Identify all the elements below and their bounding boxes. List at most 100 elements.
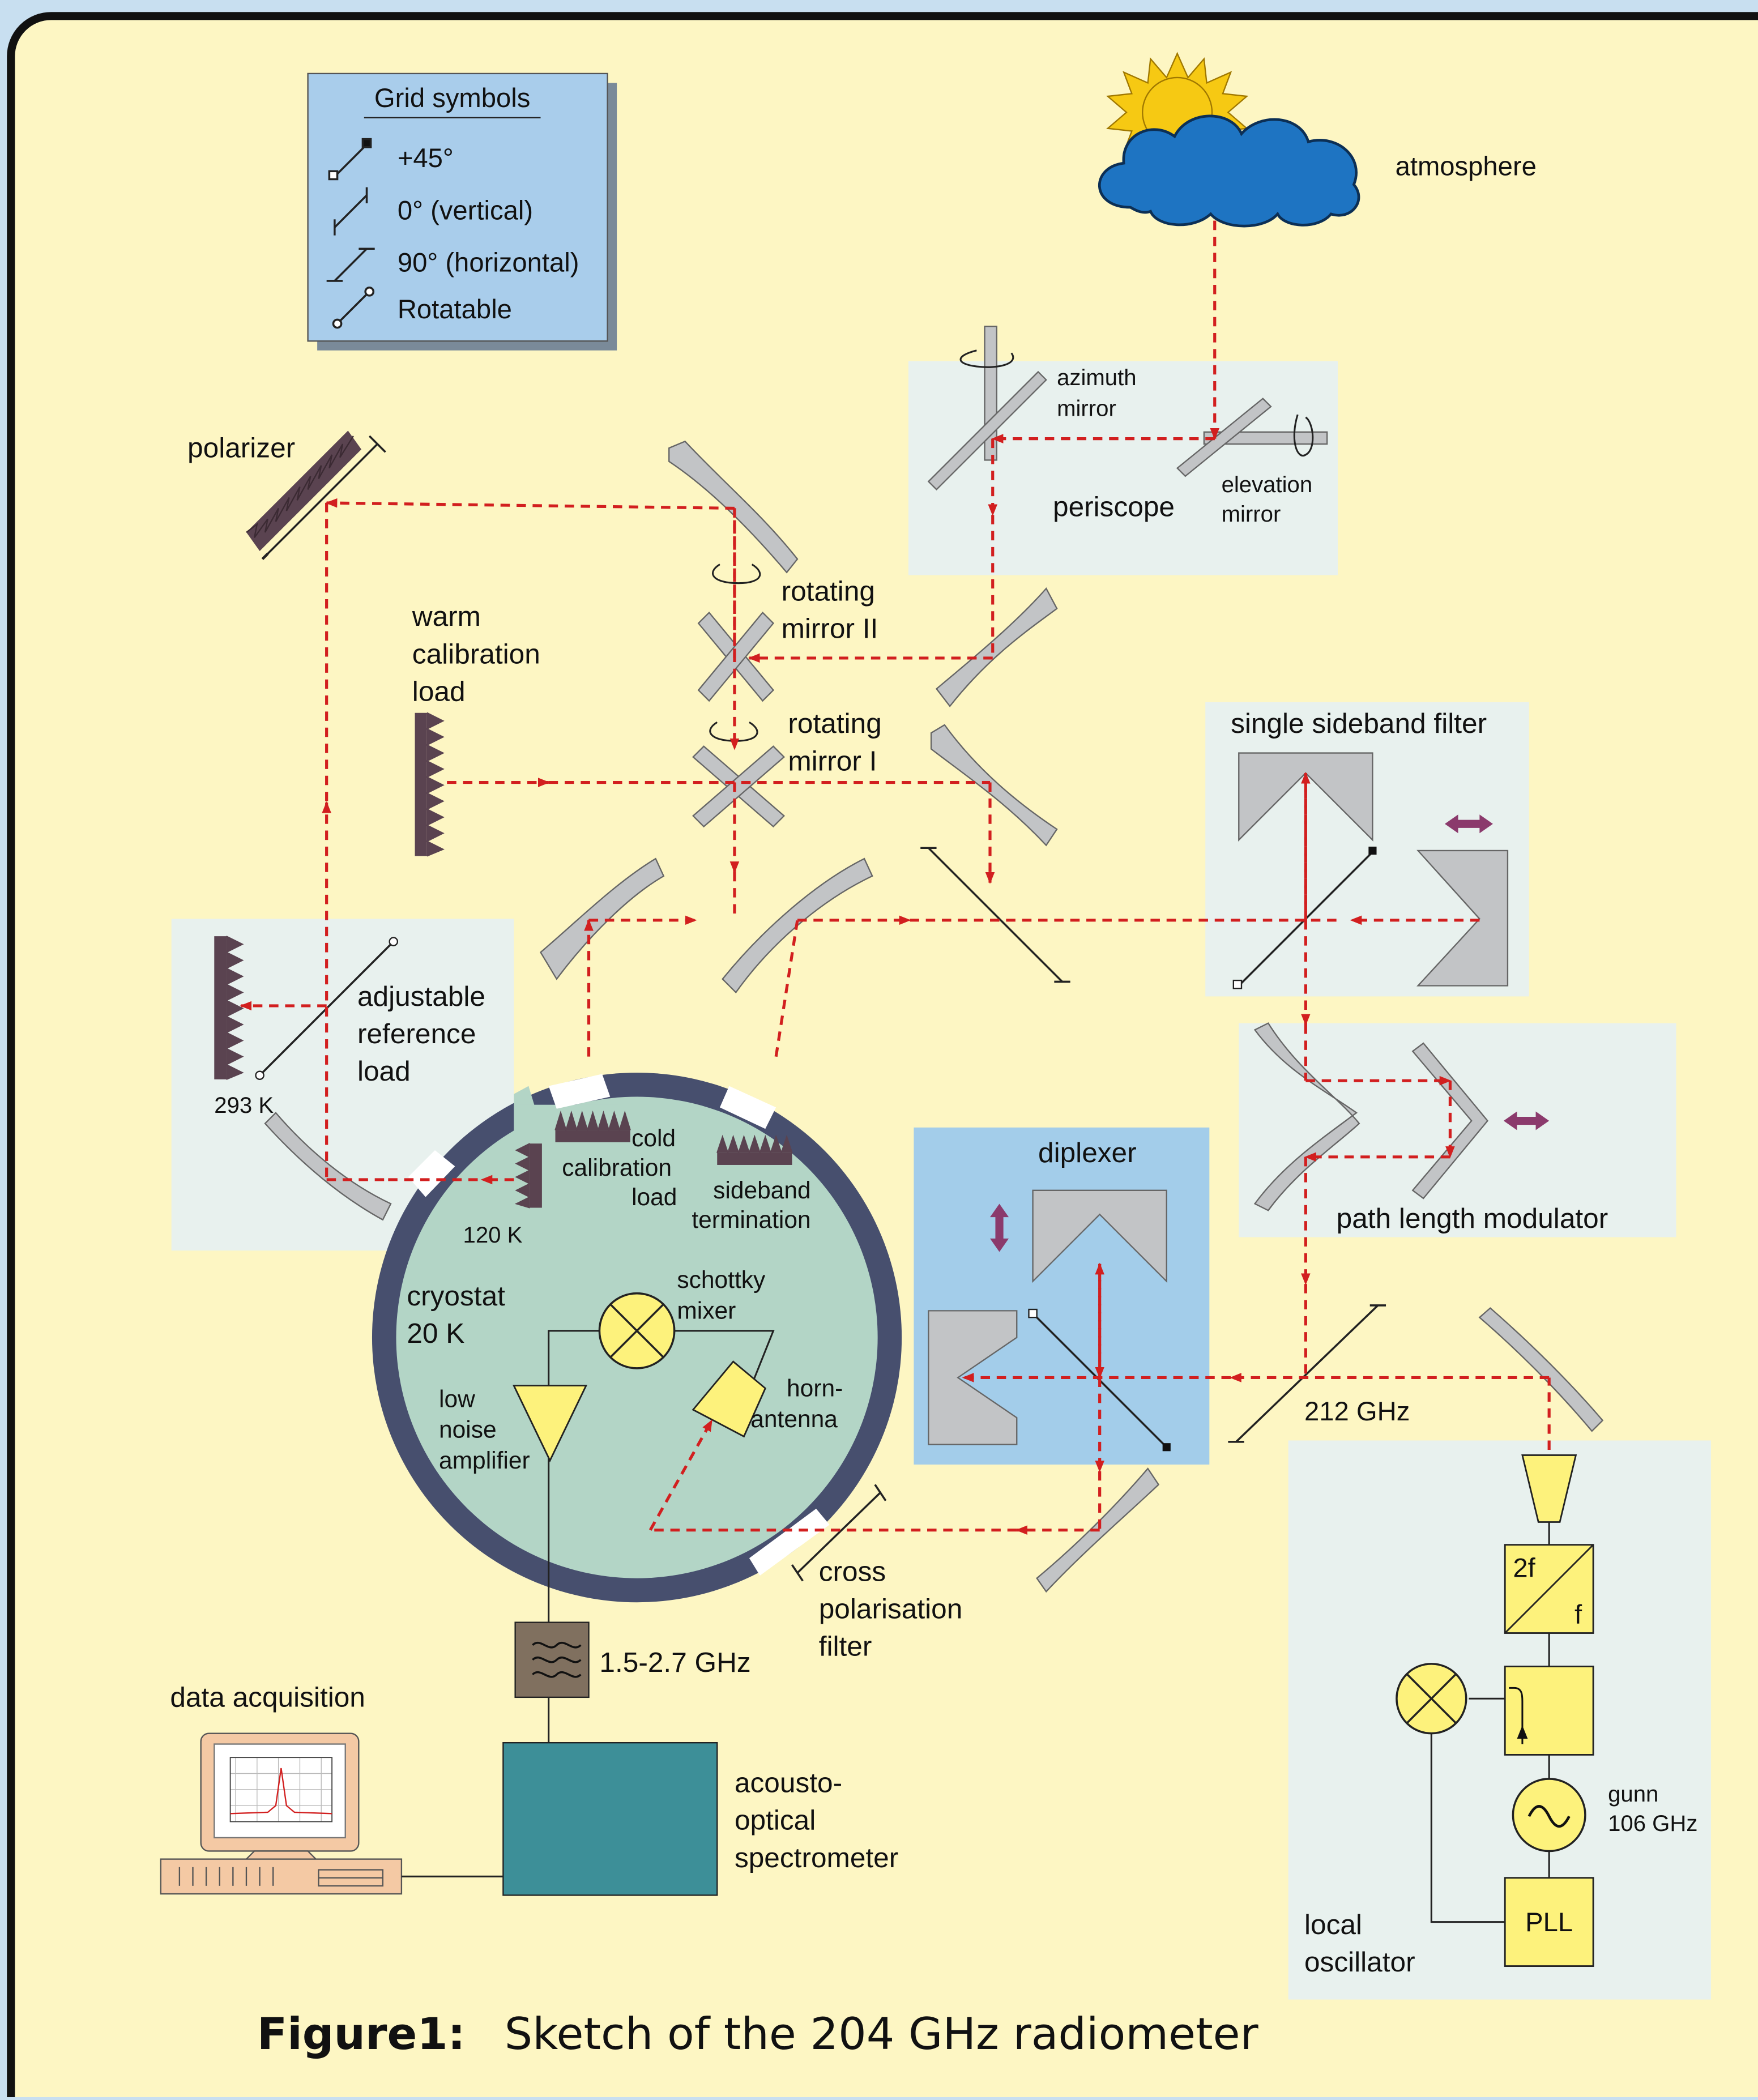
curved-mirror — [722, 857, 873, 994]
temp-293-label: 293 K — [214, 1092, 274, 1118]
cross-polarisation-grid — [791, 1484, 887, 1582]
gunn-oscillator-icon — [1512, 1778, 1586, 1853]
doubler-bottom-label: f — [1574, 1600, 1582, 1630]
lna-label: low — [439, 1386, 475, 1412]
lo-label: oscillator — [1304, 1946, 1415, 1978]
lna-icon — [513, 1385, 588, 1463]
lo-mixer-icon — [1396, 1663, 1467, 1735]
double-arrow-icon — [1503, 1111, 1550, 1130]
periscope-panel — [908, 361, 1338, 575]
warm-load-label: calibration — [412, 638, 540, 669]
pll-box — [1504, 1877, 1594, 1967]
local-oscillator-panel — [1288, 1440, 1711, 2000]
doubler-top-label: 2f — [1513, 1553, 1535, 1583]
cold-load-label: load — [631, 1184, 677, 1211]
adjustable-load-label: adjustable — [357, 980, 485, 1012]
warm-load-label: load — [412, 675, 466, 707]
legend-item: Rotatable — [398, 294, 512, 325]
load-120k — [514, 1143, 542, 1209]
double-arrow-icon — [1444, 814, 1493, 834]
warm-calibration-load — [415, 712, 445, 857]
cold-load-label: cold — [631, 1125, 676, 1152]
adjustable-load-label: load — [357, 1055, 411, 1087]
path-length-modulator — [1411, 1042, 1489, 1200]
polarizer-label: polarizer — [187, 432, 295, 464]
grid-symbol-rotatable-icon — [332, 286, 375, 329]
horn-label: antenna — [750, 1406, 838, 1433]
diplexer — [928, 1189, 1171, 1452]
horn-antenna-icon — [692, 1360, 766, 1438]
rotating-mirror-2-label: rotating — [782, 575, 875, 607]
ssb-filter — [1232, 752, 1509, 989]
grid-beamsplitter — [920, 847, 1070, 983]
aos-label: acousto- — [735, 1767, 842, 1799]
path-length-mirror — [1253, 1022, 1360, 1211]
adjustable-load-label: reference — [357, 1018, 476, 1049]
mixer-wiring — [548, 1330, 775, 1623]
rotating-mirror-1 — [692, 721, 786, 828]
cryostat-label: 20 K — [407, 1317, 464, 1349]
cloud-icon — [1098, 114, 1360, 228]
cold-load-label: calibration — [562, 1155, 672, 1181]
if-filter — [514, 1621, 590, 1698]
curved-mirror — [264, 1112, 392, 1221]
sideband-term-label: sideband — [713, 1177, 811, 1204]
cross-pol-label: filter — [819, 1631, 872, 1662]
cryostat-label: cryostat — [407, 1280, 505, 1312]
diplexer-label: diplexer — [1038, 1137, 1137, 1168]
grid-symbol-horizontal-icon — [326, 247, 375, 282]
legend-item: +45° — [398, 143, 454, 173]
path-length-modulator-panel — [1239, 1023, 1676, 1237]
caption-label: Figure1: — [257, 2009, 466, 2060]
elevation-label: mirror — [1222, 501, 1281, 527]
cross-pol-label: cross — [819, 1555, 886, 1587]
aos-label: optical — [735, 1804, 816, 1836]
freq-212-label: 212 GHz — [1304, 1397, 1410, 1427]
elevation-mirror — [1176, 398, 1328, 477]
curved-mirror — [935, 587, 1058, 707]
data-acq-label: data acquisition — [170, 1681, 365, 1713]
atmosphere-label: atmosphere — [1396, 151, 1537, 181]
schottky-label: mixer — [677, 1298, 736, 1325]
horn-label: horn- — [787, 1376, 843, 1402]
if-band-label: 1.5-2.7 GHz — [599, 1646, 750, 1678]
double-arrow-vertical-icon — [990, 1203, 1009, 1252]
legend-title: Grid symbols — [374, 83, 531, 113]
path-length-modulator-label: path length modulator — [1337, 1202, 1608, 1234]
lna-label: amplifier — [439, 1448, 530, 1474]
cold-calibration-load — [554, 1110, 631, 1142]
sideband-termination — [716, 1134, 793, 1165]
rotating-mirror-1-label: mirror I — [788, 745, 877, 776]
azimuth-mirror — [927, 326, 1047, 491]
aos-box — [502, 1742, 718, 1896]
sideband-term-label: termination — [692, 1207, 810, 1233]
directional-coupler — [1504, 1666, 1594, 1756]
elevation-label: elevation — [1222, 472, 1313, 497]
azimuth-label: azimuth — [1057, 365, 1137, 390]
polarizer — [246, 430, 386, 560]
lo-horn-icon — [1521, 1454, 1577, 1523]
beam-paths — [240, 220, 1551, 1535]
curved-mirror — [539, 857, 665, 980]
curved-mirror — [1478, 1307, 1604, 1432]
lna-label: noise — [439, 1417, 497, 1444]
bandpass-filter-icon — [532, 1641, 582, 1678]
grid-symbol-45-icon — [328, 138, 372, 181]
periscope-label: periscope — [1053, 491, 1175, 523]
lo-label: local — [1304, 1909, 1362, 1940]
curved-mirror — [930, 724, 1058, 847]
schottky-mixer-icon — [598, 1292, 676, 1369]
ssb-filter-label: single sideband filter — [1231, 707, 1487, 739]
grid-symbol-vertical-icon — [334, 187, 368, 236]
rotating-mirror-1-label: rotating — [788, 707, 881, 739]
pll-label: PLL — [1525, 1907, 1573, 1937]
azimuth-label: mirror — [1057, 395, 1116, 421]
computer-icon — [160, 1732, 403, 1895]
rotating-mirror-2-label: mirror II — [782, 612, 878, 644]
gunn-label: 106 GHz — [1608, 1811, 1697, 1836]
schottky-label: schottky — [677, 1267, 766, 1294]
legend-item: 0° (vertical) — [398, 195, 533, 225]
aos-label: spectrometer — [735, 1842, 898, 1873]
